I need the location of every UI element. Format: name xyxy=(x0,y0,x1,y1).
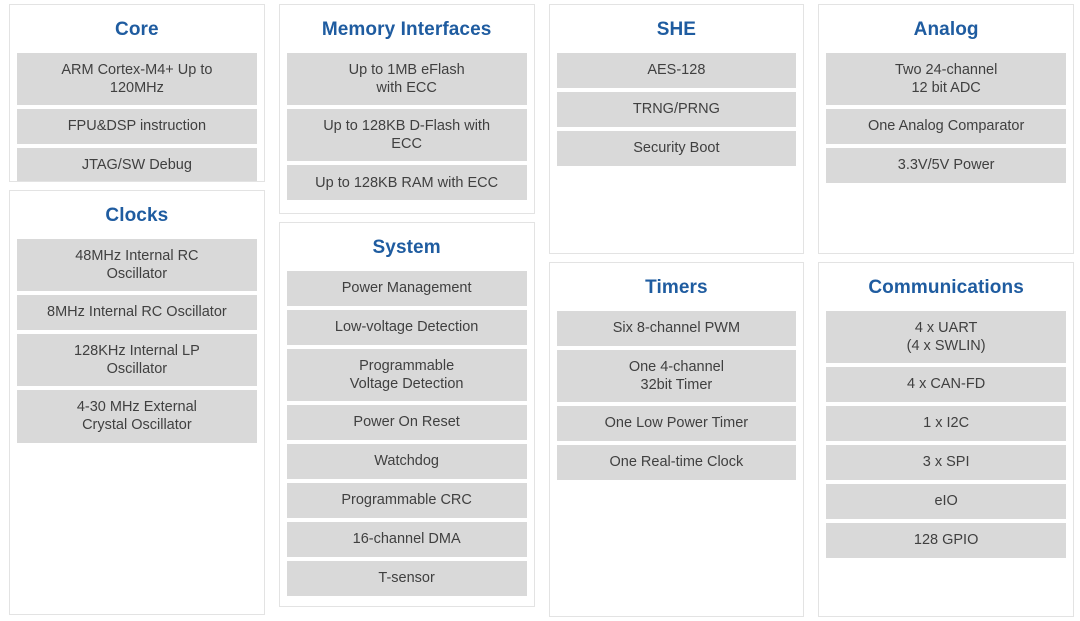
feature-chip: ARM Cortex-M4+ Up to 120MHz xyxy=(17,52,257,106)
feature-chip: One 4-channel 32bit Timer xyxy=(556,349,797,403)
panel-title-clocks: Clocks xyxy=(105,205,169,226)
feature-chip: JTAG/SW Debug xyxy=(17,148,257,181)
feature-chip: 4 x CAN-FD xyxy=(826,367,1066,403)
feature-chip: 48MHz Internal RC Oscillator xyxy=(17,238,257,292)
feature-chip: 1 x I2C xyxy=(826,406,1066,442)
feature-chip: Power On Reset xyxy=(286,405,527,441)
panel-title-she: SHE xyxy=(656,19,697,40)
feature-chip: AES-128 xyxy=(556,52,797,88)
feature-chip: 128 GPIO xyxy=(826,523,1066,559)
feature-chip: Programmable CRC xyxy=(286,483,527,519)
feature-chip: Watchdog xyxy=(286,444,527,480)
feature-chip: eIO xyxy=(826,484,1066,520)
feature-chip: Up to 128KB RAM with ECC xyxy=(286,165,527,201)
feature-chip: T-sensor xyxy=(286,561,527,597)
panel-title-system: System xyxy=(372,237,441,258)
column-2: Memory Interfaces Up to 1MB eFlash with E… xyxy=(278,4,535,617)
feature-chip: FPU&DSP instruction xyxy=(17,109,257,145)
feature-chip: Six 8-channel PWM xyxy=(556,310,797,346)
feature-chip: 4-30 MHz External Crystal Oscillator xyxy=(17,390,257,443)
feature-chip: One Analog Comparator xyxy=(826,109,1066,145)
feature-chip: Low-voltage Detection xyxy=(286,309,527,345)
panel-memory-interfaces: Memory Interfaces Up to 1MB eFlash with E… xyxy=(278,4,535,214)
feature-chip: 128KHz Internal LP Oscillator xyxy=(17,334,257,387)
feature-chip: Two 24-channel 12 bit ADC xyxy=(826,52,1066,106)
feature-chip: Power Management xyxy=(286,270,527,306)
feature-chip: 3.3V/5V Power xyxy=(826,148,1066,184)
panel-title-memory-interfaces: Memory Interfaces xyxy=(321,19,492,40)
panel-title-core: Core xyxy=(115,19,159,40)
feature-chip: Up to 1MB eFlash with ECC xyxy=(286,52,527,106)
feature-chip: One Real-time Clock xyxy=(556,445,797,481)
feature-chip: Programmable Voltage Detection xyxy=(286,348,527,402)
panel-title-communications: Communications xyxy=(868,277,1024,298)
panel-title-analog: Analog xyxy=(913,19,979,40)
feature-chip: Security Boot xyxy=(556,130,797,166)
feature-chip: One Low Power Timer xyxy=(556,406,797,442)
feature-chip: 4 x UART (4 x SWLIN) xyxy=(826,310,1066,364)
feature-chip: 3 x SPI xyxy=(826,445,1066,481)
feature-chip: 16-channel DMA xyxy=(286,522,527,558)
panel-title-timers: Timers xyxy=(645,277,708,298)
panel-communications: Communications 4 x UART (4 x SWLIN)4 x CA… xyxy=(818,262,1074,617)
feature-chip: Up to 128KB D-Flash with ECC xyxy=(286,109,527,162)
feature-chip: 8MHz Internal RC Oscillator xyxy=(17,295,257,331)
feature-chip: TRNG/PRNG xyxy=(556,91,797,127)
